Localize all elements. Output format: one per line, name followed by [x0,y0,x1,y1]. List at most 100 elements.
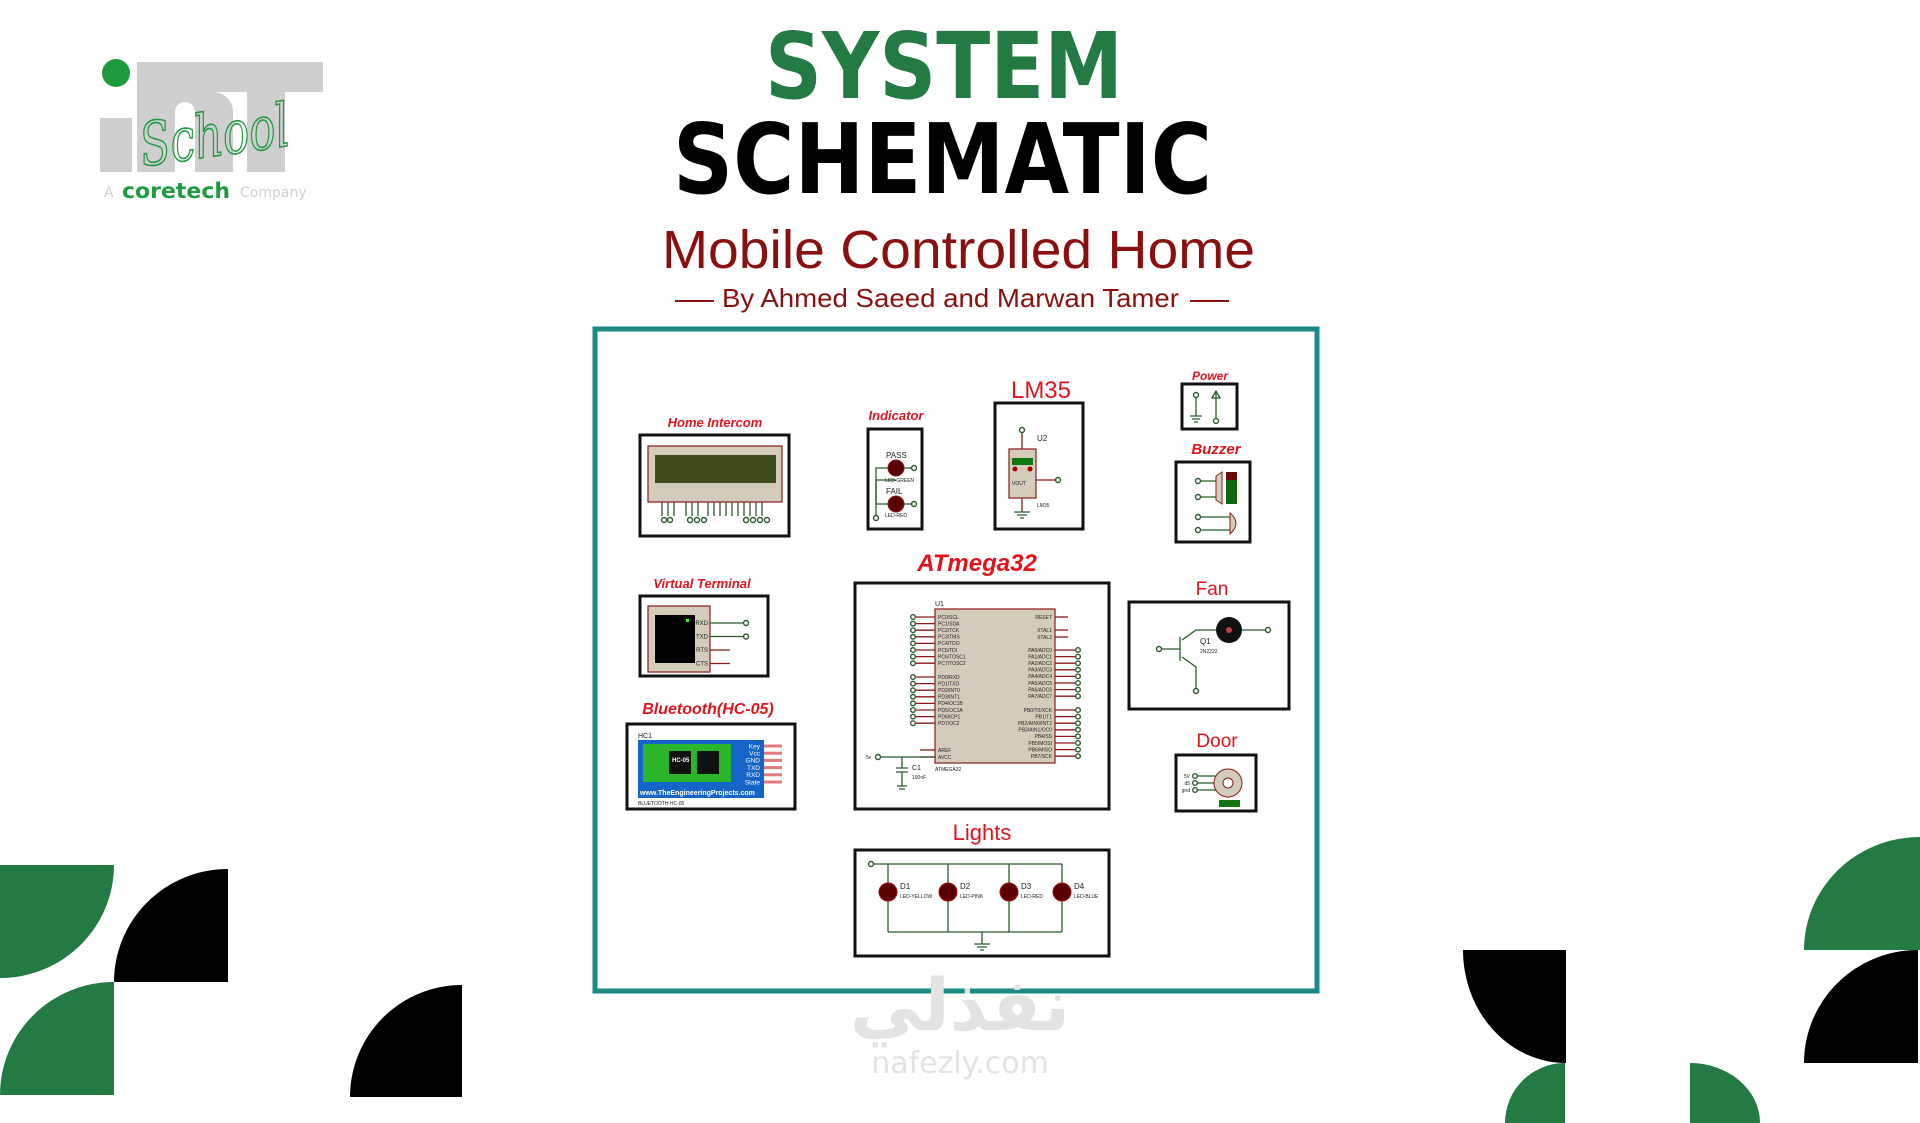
chip-pin-label: PB5/MOSI [1028,741,1052,747]
chip-pin-label: PB3/AIN1/OC0 [1018,728,1052,734]
lcd-terminal [693,516,701,524]
atmega-block: ATmega32 U1 ATMEGA32 PC0/SCLPC1/SDAPC2/T… [853,550,1111,811]
chip-pin-label: PC1/SDA [938,621,960,627]
chip-terminal [910,640,917,647]
project-title: Mobile Controlled Home [662,220,1255,280]
home-intercom-label: Home Intercom [668,415,763,430]
speaker-icon [1215,471,1223,505]
bt-website: www.TheEngineeringProjects.com [639,790,755,797]
led-ref: D3 [1021,882,1032,891]
chip-terminal [910,614,917,621]
led-icon [1052,882,1072,902]
led-pass [887,459,905,477]
chip-terminal [1074,686,1081,693]
chip-terminal [1074,746,1081,753]
bt-ref: HC1 [638,733,652,740]
led-part: LED-YELLOW [900,894,933,900]
lcd-terminal [700,516,708,524]
fan-q-part: 2N2222 [1200,649,1218,655]
cap-ref: C1 [912,765,921,772]
chip-terminal [1074,720,1081,727]
led-part: LED-RED [1021,894,1043,900]
door-pin-label: gnd [1182,788,1191,794]
lcd-terminal [756,516,764,524]
chip-terminal [910,700,917,707]
terminal-pin-label: RTS [696,648,708,654]
buzzer-icon [1229,511,1237,536]
fan-label: Fan [1196,579,1229,600]
chip-terminal [910,647,917,654]
chip-pin-label: AREF [938,748,951,754]
buzzer-block: Buzzer [1174,441,1252,544]
chip-pin-label: PC0/SCL [938,615,959,621]
terminal-pin-label: TXD [696,635,709,641]
chip-terminal [1074,666,1081,673]
chip-pin-label: PA7/ADC7 [1028,694,1052,700]
chip-pin-label: PA5/ADC5 [1028,681,1052,687]
bt-pin-label: TXD [747,765,760,772]
indicator-label: Indicator [869,408,925,423]
title-line1: SYSTEM [765,13,1123,120]
chip-pin-label: PD3/INT1 [938,695,960,701]
chip-pin-label: PC2/TCK [938,628,960,634]
led-red-text: LED-RED [885,513,907,519]
chip-pin-label: PB2/AIN0/INT2 [1018,721,1052,727]
chip-pin-label: PD5/OC1A [938,708,963,714]
lm35-vout: VOUT [1012,481,1026,487]
fail-text: FAIL [886,487,903,496]
chip-terminal [1074,740,1081,747]
led-icon [878,882,898,902]
led-part: LED-BLUE [1074,894,1099,900]
chip-pin-label: PB0/T0/XCK [1024,708,1053,714]
lcd-terminal [686,516,694,524]
led-green-text: LED-GREEN [885,478,915,484]
atmega-supply: 5v [866,755,872,761]
chip-terminal [910,693,917,700]
bluetooth-label: Bluetooth(HC-05) [642,701,774,718]
pass-text: PASS [886,451,907,460]
chip-terminal [1074,726,1081,733]
chip-pin-label: PC6/TOSC1 [938,654,966,660]
terminal-pin-label: RXD [695,621,708,627]
led-icon [999,882,1019,902]
lcd-terminal [660,516,668,524]
led-icon [938,882,958,902]
bt-chip-text: HC-05 [672,758,690,764]
logo-dot [102,59,130,87]
door-terminal [1191,773,1198,780]
watermark-arabic: نفذلي [850,963,1070,1048]
lcd-screen [655,455,776,483]
bt-pin [764,744,782,748]
lcd-terminal [749,516,757,524]
chip-terminal [910,653,917,660]
chip-pin-label: PA0/ADC0 [1028,648,1052,654]
chip-terminal [1074,660,1081,667]
door-terminal [1191,780,1198,787]
virtual-terminal-label: Virtual Terminal [653,576,751,591]
terminal-terminal [742,619,750,627]
lm35-label: LM35 [1011,377,1071,404]
chip-pin-label: PA4/ADC4 [1028,674,1052,680]
chip-pin-label: PC7/TOSC2 [938,661,966,667]
power-block: Power [1180,369,1239,431]
bt-pin [764,758,782,762]
title-line2: SCHEMATIC [673,103,1212,216]
logo: School A coretech Company [100,59,323,203]
chip-terminal [1074,707,1081,714]
door-terminal [1191,787,1198,794]
lights-label: Lights [953,820,1012,845]
chip-pin-label: PD0/RXD [938,675,960,681]
logo-brand: coretech [122,179,230,203]
chip-terminal [1074,753,1081,760]
atmega-label: ATmega32 [916,550,1037,577]
door-pin-label: d5 [1184,781,1190,787]
chip-terminal [910,627,917,634]
atmega-part: ATMEGA32 [935,767,962,773]
watermark-site: nafezly.com [871,1046,1049,1080]
bluetooth-block: Bluetooth(HC-05) HC1 HC-05 KeyVccGNDTXDR… [625,701,797,811]
chip-terminal [910,707,917,714]
chip-pin-label: PD6/ICP1 [938,714,960,720]
lm35-ref: U2 [1037,434,1048,443]
cap-value: 100nF [912,775,926,781]
